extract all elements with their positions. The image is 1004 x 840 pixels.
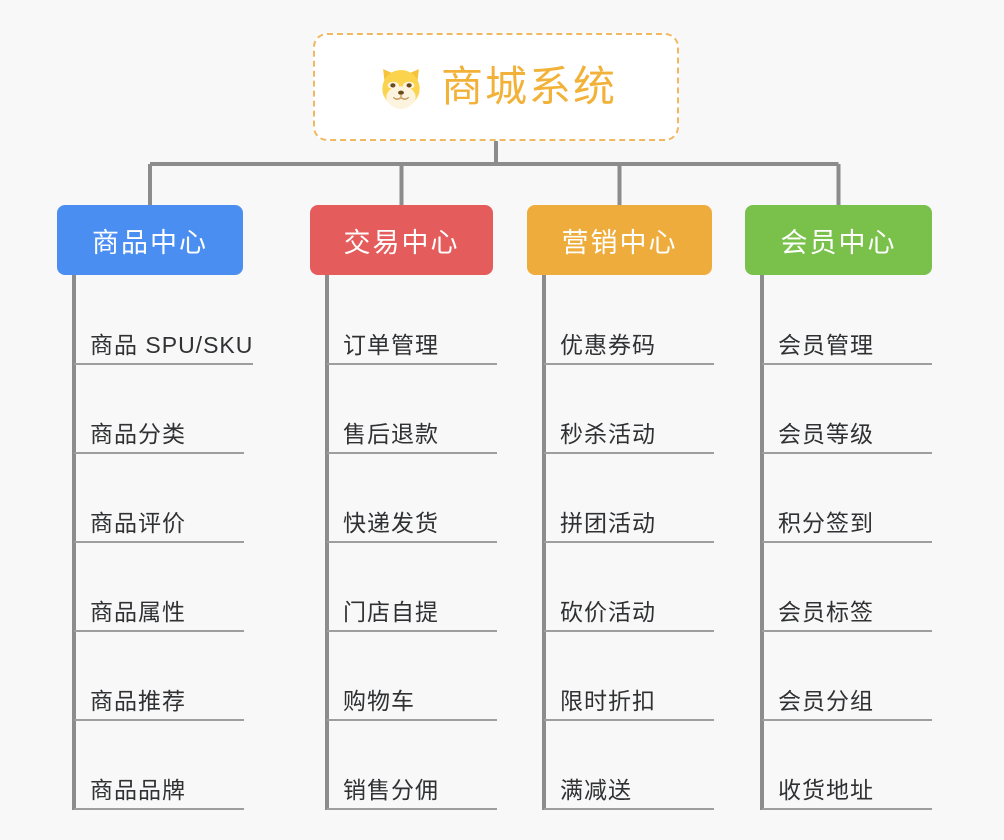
category-label: 营销中心 xyxy=(561,227,678,258)
leaf-item[interactable]: 商品品牌 xyxy=(74,721,244,810)
leaf-item[interactable]: 砍价活动 xyxy=(544,543,714,632)
leaf-item-label: 商品属性 xyxy=(90,599,186,626)
leaf-item-label: 会员标签 xyxy=(778,599,874,626)
leaf-item[interactable]: 会员标签 xyxy=(762,543,932,632)
leaf-item[interactable]: 商品 SPU/SKU xyxy=(74,276,254,365)
category-box-2[interactable]: 交易中心 xyxy=(310,205,493,275)
leaf-item[interactable]: 优惠券码 xyxy=(544,276,714,365)
leaf-item[interactable]: 快递发货 xyxy=(327,454,497,543)
leaf-item-label: 商品推荐 xyxy=(90,688,186,715)
leaf-item-label: 商品分类 xyxy=(90,421,186,448)
leaf-item[interactable]: 购物车 xyxy=(327,632,497,721)
leaf-item-label: 砍价活动 xyxy=(560,599,656,626)
leaf-item-label: 商品评价 xyxy=(90,510,186,537)
leaf-item[interactable]: 秒杀活动 xyxy=(544,365,714,454)
leaf-item-label: 销售分佣 xyxy=(343,777,439,804)
leaf-item[interactable]: 会员管理 xyxy=(762,276,932,365)
leaf-item-label: 售后退款 xyxy=(343,421,439,448)
leaf-item-label: 会员等级 xyxy=(778,421,874,448)
leaf-item[interactable]: 商品评价 xyxy=(74,454,244,543)
leaf-item-label: 优惠券码 xyxy=(560,332,656,359)
leaf-item-label: 快递发货 xyxy=(343,510,439,537)
leaf-item[interactable]: 商品推荐 xyxy=(74,632,244,721)
leaf-item-label: 满减送 xyxy=(560,777,632,804)
leaf-item[interactable]: 商品分类 xyxy=(74,365,244,454)
leaf-item-label: 会员管理 xyxy=(778,332,874,359)
leaf-item[interactable]: 满减送 xyxy=(544,721,714,810)
leaf-item[interactable]: 门店自提 xyxy=(327,543,497,632)
leaf-item-label: 购物车 xyxy=(343,688,415,715)
leaf-item[interactable]: 售后退款 xyxy=(327,365,497,454)
category-label: 商品中心 xyxy=(92,227,208,258)
leaf-item-label: 门店自提 xyxy=(343,599,439,626)
leaf-item[interactable]: 积分签到 xyxy=(762,454,932,543)
root-node[interactable]: 商城系统 xyxy=(313,33,679,141)
leaf-item[interactable]: 销售分佣 xyxy=(327,721,497,810)
leaf-item-label: 限时折扣 xyxy=(560,688,656,715)
leaf-item[interactable]: 会员等级 xyxy=(762,365,932,454)
category-label: 会员中心 xyxy=(780,227,897,258)
leaf-item-label: 商品 SPU/SKU xyxy=(90,332,254,359)
category-label: 交易中心 xyxy=(343,227,460,258)
leaf-item-label: 秒杀活动 xyxy=(560,421,656,448)
leaf-item[interactable]: 商品属性 xyxy=(74,543,244,632)
category-box-3[interactable]: 营销中心 xyxy=(527,205,712,275)
root-title: 商城系统 xyxy=(440,63,617,110)
leaf-item-label: 会员分组 xyxy=(778,688,874,715)
leaf-item-label: 积分签到 xyxy=(778,510,874,537)
leaf-item[interactable]: 会员分组 xyxy=(762,632,932,721)
leaf-item-label: 订单管理 xyxy=(343,332,439,359)
leaf-item[interactable]: 拼团活动 xyxy=(544,454,714,543)
leaf-item[interactable]: 收货地址 xyxy=(762,721,932,810)
leaf-item-label: 收货地址 xyxy=(778,777,874,804)
category-box-4[interactable]: 会员中心 xyxy=(745,205,932,275)
leaf-item-label: 商品品牌 xyxy=(90,777,186,804)
leaf-item[interactable]: 限时折扣 xyxy=(544,632,714,721)
leaf-item-label: 拼团活动 xyxy=(560,510,656,537)
shiba-dog-icon xyxy=(382,69,420,109)
leaf-item[interactable]: 订单管理 xyxy=(327,276,497,365)
category-box-1[interactable]: 商品中心 xyxy=(57,205,243,275)
